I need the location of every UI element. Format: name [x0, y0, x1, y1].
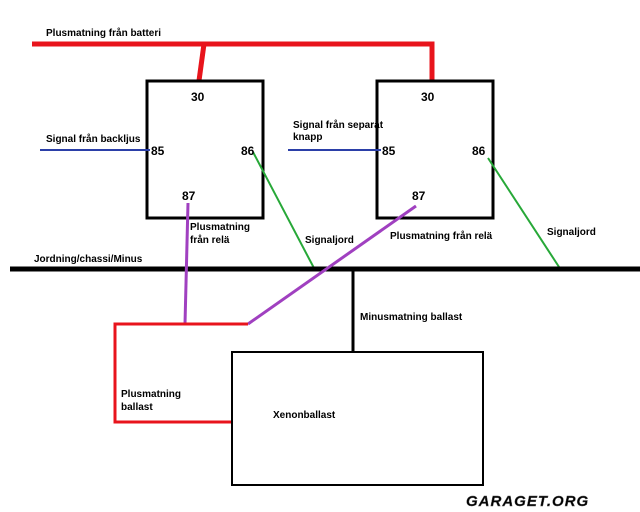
relay1-pin-30: 30 [191, 90, 205, 104]
relay1-pin-85: 85 [151, 144, 165, 158]
separate-signal-label-1: Signal från separat [293, 119, 384, 131]
relay1-pin-86: 86 [241, 144, 255, 158]
plus-ballast-label-1: Plusmatning [121, 389, 181, 400]
minus-ballast-label: Minusmatning ballast [360, 312, 463, 323]
relay1-plus-label-2: från relä [190, 234, 230, 246]
relay1-plus-label-1: Plusmatning [190, 222, 250, 233]
backlight-signal-label: Signal från backljus [46, 133, 141, 145]
relay2-pin-86: 86 [472, 144, 486, 158]
battery-feed-label: Plusmatning från batteri [46, 27, 161, 39]
relay2-output-wire [247, 204, 417, 326]
relay2-signal-ground-wire [487, 157, 562, 271]
relay2-pin-30: 30 [421, 90, 435, 104]
relay1-signal-ground-wire [252, 151, 316, 271]
signal-ground-label-2: Signaljord [547, 227, 596, 238]
xenon-ballast [231, 351, 484, 486]
plus-ballast-label-2: ballast [121, 402, 153, 413]
relay2-plus-label: Plusmatning från relä [390, 230, 493, 242]
ballast-plus-wire [113, 322, 248, 424]
watermark: GARAGET.ORG [466, 493, 589, 510]
signal-ground-label-1: Signaljord [305, 235, 354, 246]
relay1-pin-87: 87 [182, 189, 196, 203]
relay1-output-wire [183, 202, 190, 325]
separate-signal-label-2: knapp [293, 132, 322, 143]
relay2-pin-87: 87 [412, 189, 426, 203]
xenon-ballast-label: Xenonballast [273, 410, 336, 421]
relay2-pin-85: 85 [382, 144, 396, 158]
relay-2 [375, 79, 495, 220]
battery-plus-wire [32, 41, 435, 88]
ground-bus-label: Jordning/chassi/Minus [34, 254, 143, 265]
